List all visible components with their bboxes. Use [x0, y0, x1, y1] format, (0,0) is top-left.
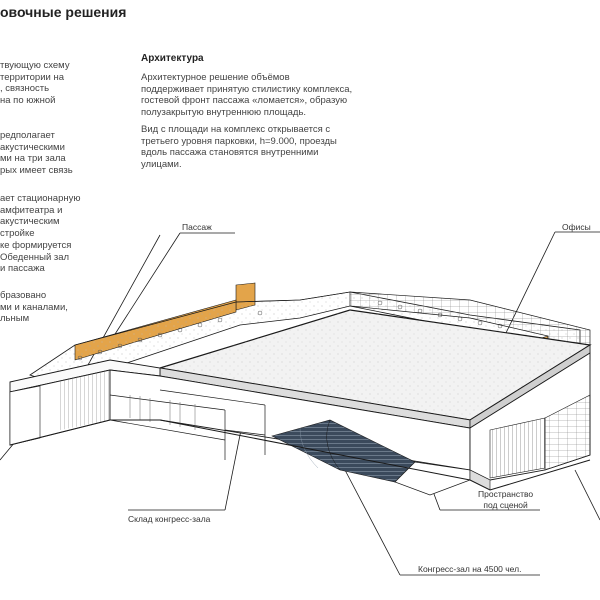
- left-p1-line: твующую схему: [0, 60, 70, 71]
- left-p1-line: территории на: [0, 71, 64, 83]
- left-paragraph-4: бразовано ми и каналами, льным: [0, 290, 68, 325]
- label-under-stage-line: Пространство: [478, 489, 534, 499]
- left-p2-line: акустическими: [0, 141, 65, 153]
- left-p3-line: стройке: [0, 228, 35, 240]
- arch-p2-line: третьего уровня парковки, h=9.000, проез…: [141, 135, 337, 147]
- arch-p2-line: улицами.: [141, 159, 182, 171]
- left-p3-line: Обеденный зал: [0, 251, 70, 263]
- label-warehouse: Склад конгресс-зала: [128, 514, 211, 524]
- label-congress-hall: Конгресс-зал на 4500 чел.: [418, 564, 522, 574]
- arch-p2-line: Вид с площади на комплекс открывается с: [141, 124, 331, 135]
- left-p4-line: бразовано: [0, 290, 47, 301]
- left-p3-line: акустическим: [0, 216, 60, 228]
- left-facade-glazing: [60, 370, 110, 430]
- passage-leader-d: [107, 232, 181, 346]
- right-block-side-grid: [544, 394, 591, 471]
- left-p4-line: ми и каналами,: [0, 301, 68, 313]
- architecture-paragraph-2: Вид с площади на комплекс открывается с …: [141, 124, 337, 171]
- page-title: овочные решения: [0, 4, 127, 20]
- arch-p1-line: полузакрытую внутреннюю площадь.: [141, 107, 307, 119]
- left-paragraph-1: твующую схему территории на , связность …: [0, 60, 70, 107]
- left-p3-line: ает стационарную: [0, 193, 81, 204]
- arch-p1-line: гостевой фронт пассажа «ломается», образ…: [141, 95, 348, 107]
- left-p2-line: рых имеет связь: [0, 165, 73, 177]
- left-p2-line: ми на три зала: [0, 153, 66, 165]
- arch-p1-line: поддерживает принятую стилистику комплек…: [141, 83, 353, 95]
- left-p3-line: и пассажа: [0, 263, 45, 275]
- left-p1-line: , связность: [0, 83, 50, 95]
- label-under-stage: Пространство под сценой: [478, 489, 533, 511]
- left-paragraph-2: редполагает акустическими ми на три зала…: [0, 130, 73, 177]
- architecture-heading: Архитектура: [141, 53, 204, 64]
- left-p1-line: на по южной: [0, 95, 56, 107]
- congress-leader-d: [344, 469, 401, 576]
- label-passage: Пассаж: [182, 222, 212, 232]
- label-offices: Офисы: [562, 222, 591, 232]
- left-p3-line: амфитеатра и: [0, 204, 63, 216]
- arch-p2-line: вдоль пассажа становятся внутренними: [141, 147, 319, 159]
- label-under-stage-line: под сценой: [483, 500, 528, 510]
- arch-p1-line: Архитектурное решение объёмов: [141, 72, 290, 83]
- left-paragraph-3: ает стационарную амфитеатра и акустическ…: [0, 193, 81, 275]
- ground-line: [9, 419, 591, 491]
- right-edge-leader: [574, 469, 600, 521]
- architecture-paragraph-1: Архитектурное решение объёмов поддержива…: [141, 72, 352, 119]
- left-p3-line: ке формируется: [0, 239, 72, 251]
- left-p2-line: редполагает: [0, 130, 55, 141]
- left-p4-line: льным: [0, 313, 30, 325]
- floor-slabs: [109, 389, 266, 460]
- warehouse-shelves: [129, 395, 196, 430]
